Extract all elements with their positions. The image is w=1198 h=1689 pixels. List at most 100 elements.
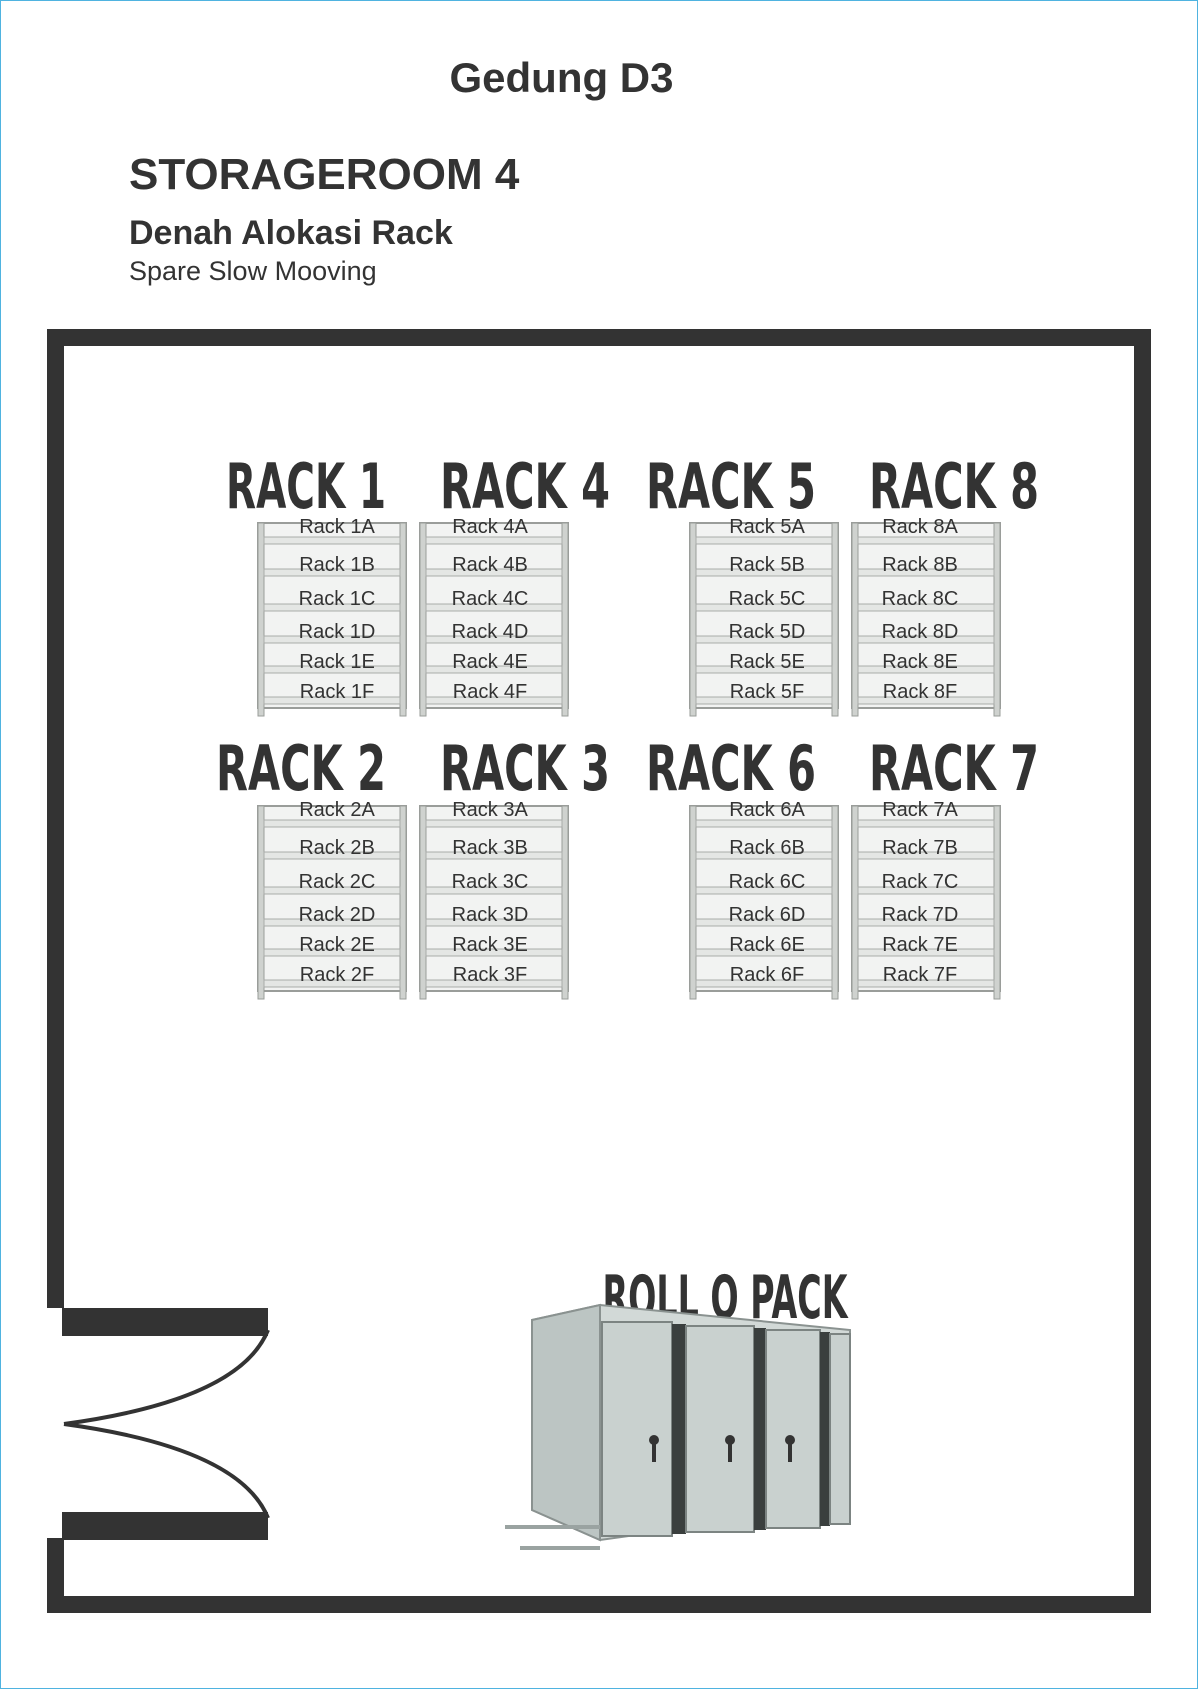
shelf-label: Rack 2A [299, 799, 375, 821]
shelf-label: Rack 3E [452, 934, 528, 956]
door-swing-top [63, 1329, 270, 1426]
shelf-label: Rack 1F [300, 681, 374, 703]
shelf-label: Rack 7C [882, 871, 959, 893]
shelf-board [695, 536, 833, 545]
cabinet-gap [754, 1328, 766, 1530]
shelf-board [695, 918, 833, 927]
shelf-label: Rack 6C [729, 871, 806, 893]
shelf-board [263, 665, 401, 674]
shelf-label: Rack 1E [299, 651, 375, 673]
shelf-board [425, 979, 563, 988]
shelf-board [857, 635, 995, 644]
wall-right [1134, 329, 1151, 1613]
room-walls [47, 329, 1151, 1613]
shelf-post [851, 805, 859, 1000]
shelf-board [263, 918, 401, 927]
plan-note: Spare Slow Mooving [129, 256, 377, 286]
shelf-label: Rack 6D [729, 904, 806, 926]
shelf-board [263, 536, 401, 545]
shelf-label: Rack 5A [729, 516, 805, 538]
shelf-board [263, 979, 401, 988]
shelf-frame [851, 522, 1001, 709]
shelf-frame [257, 805, 407, 992]
shelf-board [857, 918, 995, 927]
door [62, 1308, 270, 1540]
shelf-label: Rack 3D [452, 904, 529, 926]
shelf-post [257, 522, 265, 717]
rack-title: RACK 1 [226, 450, 386, 523]
shelf-board [695, 979, 833, 988]
wall-top [47, 329, 1151, 346]
shelf-label: Rack 8C [882, 588, 959, 610]
shelf-board [425, 696, 563, 705]
shelf-post [561, 805, 569, 1000]
rack-title: RACK 3 [440, 732, 610, 805]
shelf-board [263, 635, 401, 644]
shelf-label: Rack 2E [299, 934, 375, 956]
shelf-board [695, 603, 833, 612]
shelf-board [263, 948, 401, 957]
rack-title: RACK 4 [440, 450, 610, 523]
shelf-board [425, 536, 563, 545]
shelf-board [695, 696, 833, 705]
shelf-board [857, 979, 995, 988]
shelf-label: Rack 1D [299, 621, 376, 643]
shelf-label: Rack 4E [452, 651, 528, 673]
cabinet-handle [785, 1435, 795, 1462]
wall-left-lower [47, 1538, 64, 1613]
shelf-post [419, 805, 427, 1000]
wall-bottom [47, 1596, 1151, 1613]
shelf-post [419, 522, 427, 717]
shelf-label: Rack 4F [453, 681, 527, 703]
shelf-board [857, 536, 995, 545]
shelf-label: Rack 7F [883, 964, 957, 986]
shelf-post [689, 522, 697, 717]
shelf-label: Rack 8A [882, 516, 958, 538]
shelf-label: Rack 1C [299, 588, 376, 610]
shelf-post [851, 522, 859, 717]
shelf-board [695, 665, 833, 674]
rack-title: RACK 6 [646, 732, 816, 805]
shelf-board [695, 886, 833, 895]
shelf-post [689, 805, 697, 1000]
shelf-board [857, 948, 995, 957]
shelf-label: Rack 3A [452, 799, 528, 821]
shelf-board [695, 819, 833, 828]
shelf-frame [257, 522, 407, 709]
shelf-board [695, 635, 833, 644]
room-title: STORAGEROOM 4 [129, 150, 520, 199]
shelf-board [425, 819, 563, 828]
shelf-board [425, 886, 563, 895]
shelf-board [857, 819, 995, 828]
shelf-label: Rack 4B [452, 554, 528, 576]
shelf-label: Rack 1B [299, 554, 375, 576]
cabinet-panel [765, 1329, 821, 1529]
cabinet-gap [672, 1324, 686, 1534]
shelf-post [399, 805, 407, 1000]
cabinet-handle [725, 1435, 735, 1462]
shelf-post [257, 805, 265, 1000]
shelf-board [857, 665, 995, 674]
door-jamb-bottom [62, 1512, 268, 1540]
shelf-board [263, 851, 401, 860]
rack-title: RACK 5 [646, 450, 816, 523]
shelf-board [857, 603, 995, 612]
shelf-label: Rack 2C [299, 871, 376, 893]
shelf-board [425, 603, 563, 612]
shelf-board [857, 886, 995, 895]
shelf-board [695, 851, 833, 860]
shelf-board [425, 568, 563, 577]
shelf-post [399, 522, 407, 717]
shelf-label: Rack 2F [300, 964, 374, 986]
shelf-board [425, 948, 563, 957]
cabinet-panel [601, 1321, 673, 1537]
roll-o-pack: ROLL O PACK [505, 1263, 851, 1550]
door-swing-bottom [63, 1422, 270, 1519]
